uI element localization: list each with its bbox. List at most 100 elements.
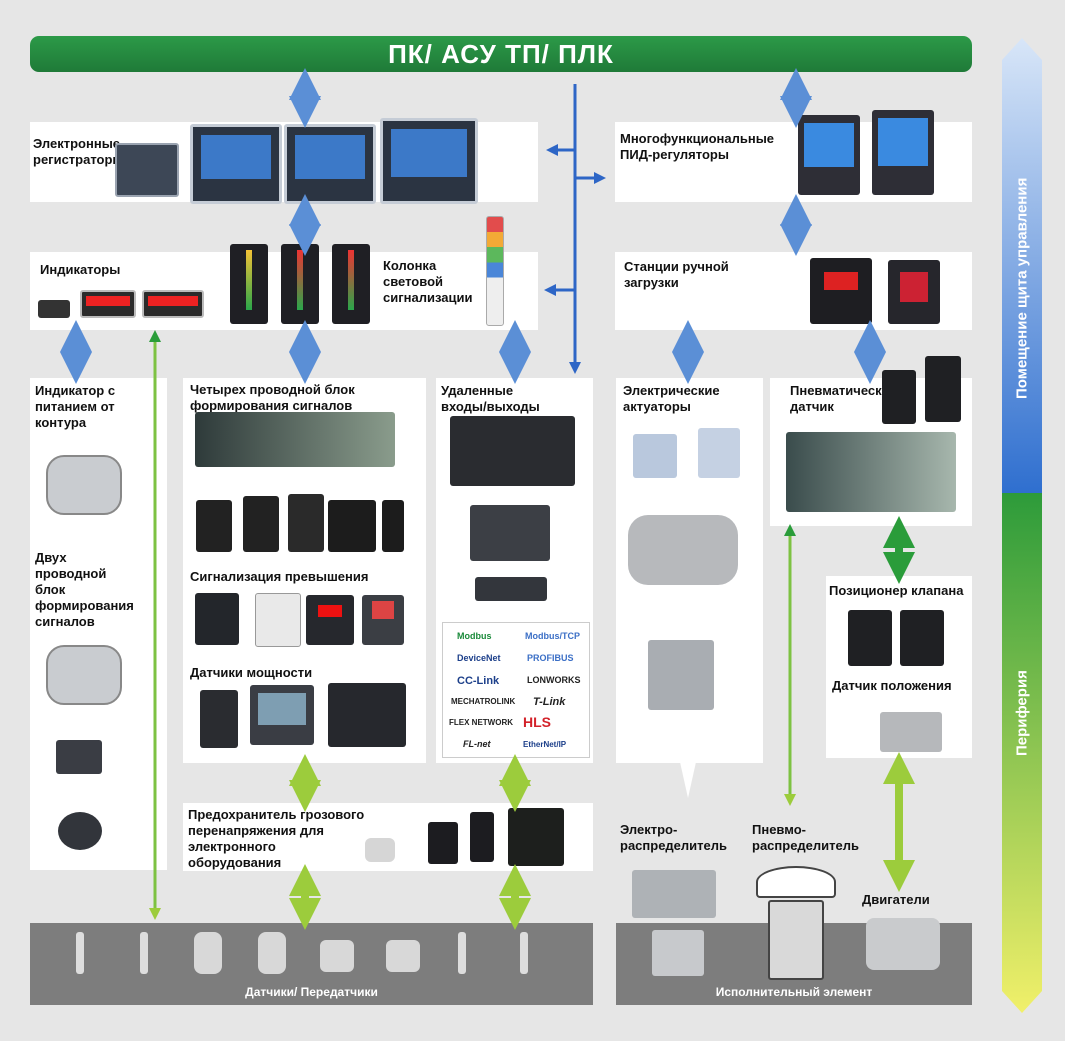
- pid-controller: [872, 110, 934, 195]
- protocol-label: LONWORKS: [527, 675, 581, 685]
- indicator-device: [38, 300, 70, 318]
- protocol-label: HLS: [523, 714, 551, 730]
- label-alarm: Сигнализация превышения: [190, 569, 369, 584]
- protocol-label: CC-Link: [457, 675, 500, 687]
- surge-protector: [470, 812, 494, 862]
- side-arrow-control-room: Помещение щита управления: [1002, 38, 1042, 493]
- pneumo-distributor-valve: [768, 900, 824, 980]
- pid-controller: [798, 115, 860, 195]
- protocol-label: PROFIBUS: [527, 653, 574, 663]
- power-sensor: [200, 690, 238, 748]
- label-valve-positioner: Позиционер клапана: [829, 583, 964, 598]
- pneumatic-sensor-rack: [786, 432, 956, 512]
- temperature-sensor: [140, 932, 148, 974]
- remote-io-module: [450, 416, 575, 486]
- sensors-bar: Датчики/ Передатчики: [30, 923, 593, 1005]
- valve-positioner: [900, 610, 944, 666]
- label-power-sensors: Датчики мощности: [190, 665, 313, 680]
- label-manual-stations: Станции ручной загрузки: [624, 259, 729, 290]
- power-sensor: [328, 683, 406, 747]
- indicator-device: [142, 290, 204, 318]
- position-sensor-device: [880, 712, 942, 752]
- callout-pointer: [680, 762, 696, 798]
- alarm-unit: [255, 593, 301, 647]
- indicator-device: [80, 290, 136, 318]
- label-pid: Многофункциональные ПИД-регуляторы: [620, 131, 775, 162]
- temperature-sensor: [520, 932, 528, 974]
- protocol-label: EtherNet/IP: [523, 740, 567, 749]
- label-electric-actuators: Электрические актуаторы: [623, 383, 720, 414]
- valve-positioner: [848, 610, 892, 666]
- protocol-label: Modbus/TCP: [525, 631, 580, 641]
- electric-actuator: [648, 640, 714, 710]
- pressure-transmitter: [194, 932, 222, 974]
- bargraph-indicator: [281, 244, 319, 324]
- pneumatic-sensor-module: [882, 370, 916, 424]
- electro-distributor-valve: [652, 930, 704, 976]
- label-indicators: Индикаторы: [40, 262, 121, 277]
- protocol-label: DeviceNet: [457, 653, 501, 663]
- protocol-label: FLEX NETWORK: [449, 718, 513, 727]
- bargraph-indicator: [230, 244, 268, 324]
- label-two-wire: Двух проводной блок формирования сигнало…: [35, 550, 134, 629]
- electric-actuator: [698, 428, 740, 478]
- sensors-bar-label: Датчики/ Передатчики: [245, 985, 378, 999]
- two-wire-transmitter: [46, 645, 122, 705]
- pneumo-distributor-valve: [756, 866, 836, 898]
- surge-protector: [365, 838, 395, 862]
- protocol-label: Modbus: [457, 631, 492, 641]
- label-signal-tower: Колонка световой сигнализации: [383, 258, 473, 305]
- pneumatic-sensor-module: [925, 356, 961, 422]
- temperature-sensor: [76, 932, 84, 974]
- label-loop-indicator: Индикатор с питанием от контура: [35, 383, 116, 430]
- two-wire-transmitter: [58, 812, 102, 850]
- label-four-wire: Четырех проводной блок формирования сигн…: [190, 382, 355, 413]
- signal-conditioner-module: [328, 500, 376, 552]
- alarm-unit: [362, 595, 404, 645]
- recorder-device: [284, 124, 376, 204]
- recorder-device: [380, 118, 478, 204]
- electric-actuator: [628, 515, 738, 585]
- surge-protector: [508, 808, 564, 866]
- bargraph-indicator: [332, 244, 370, 324]
- signal-conditioner-module: [382, 500, 404, 552]
- label-recorders: Электронные регистраторы: [33, 136, 124, 167]
- actuator-bar-label: Исполнительный элемент: [715, 985, 873, 999]
- remote-io-module: [470, 505, 550, 561]
- manual-station: [888, 260, 940, 324]
- motor-device: [866, 918, 940, 970]
- label-position-sensor: Датчик положения: [832, 678, 952, 693]
- alarm-unit: [195, 593, 239, 645]
- electric-actuator: [633, 434, 677, 478]
- remote-io-module: [475, 577, 547, 601]
- protocol-label: FL-net: [463, 739, 491, 749]
- label-pneumo-distributor: Пневмо- распределитель: [752, 822, 860, 853]
- header-bar: ПК/ АСУ ТП/ ПЛК: [30, 36, 972, 72]
- power-sensor: [250, 685, 314, 745]
- alarm-unit: [306, 595, 354, 645]
- signal-tower: [486, 216, 504, 326]
- label-pneumatic-sensor: Пневматический датчик: [790, 383, 898, 414]
- manual-station: [810, 258, 872, 324]
- surge-protector: [428, 822, 458, 864]
- recorder-device: [115, 143, 179, 197]
- label-remote-io: Удаленные входы/выходы: [441, 383, 540, 414]
- signal-conditioner-module: [243, 496, 279, 552]
- protocol-label: MECHATROLINK: [451, 697, 516, 706]
- recorder-device: [190, 124, 282, 204]
- temperature-sensor: [458, 932, 466, 974]
- flow-meter: [386, 940, 420, 972]
- pressure-transmitter: [258, 932, 286, 974]
- label-electro-distributor: Электро- распределитель: [620, 822, 728, 853]
- loop-indicator-device: [46, 455, 122, 515]
- label-surge: Предохранитель грозового перенапряжения …: [188, 807, 365, 870]
- electro-distributor-valve: [632, 870, 716, 918]
- signal-conditioner-module: [196, 500, 232, 552]
- side-arrow-periphery: Периферия: [1002, 493, 1042, 1013]
- signal-conditioner-module: [288, 494, 324, 552]
- two-wire-transmitter: [56, 740, 102, 774]
- label-motors: Двигатели: [862, 892, 930, 907]
- protocol-label: T-Link: [533, 696, 566, 708]
- flow-meter: [320, 940, 354, 972]
